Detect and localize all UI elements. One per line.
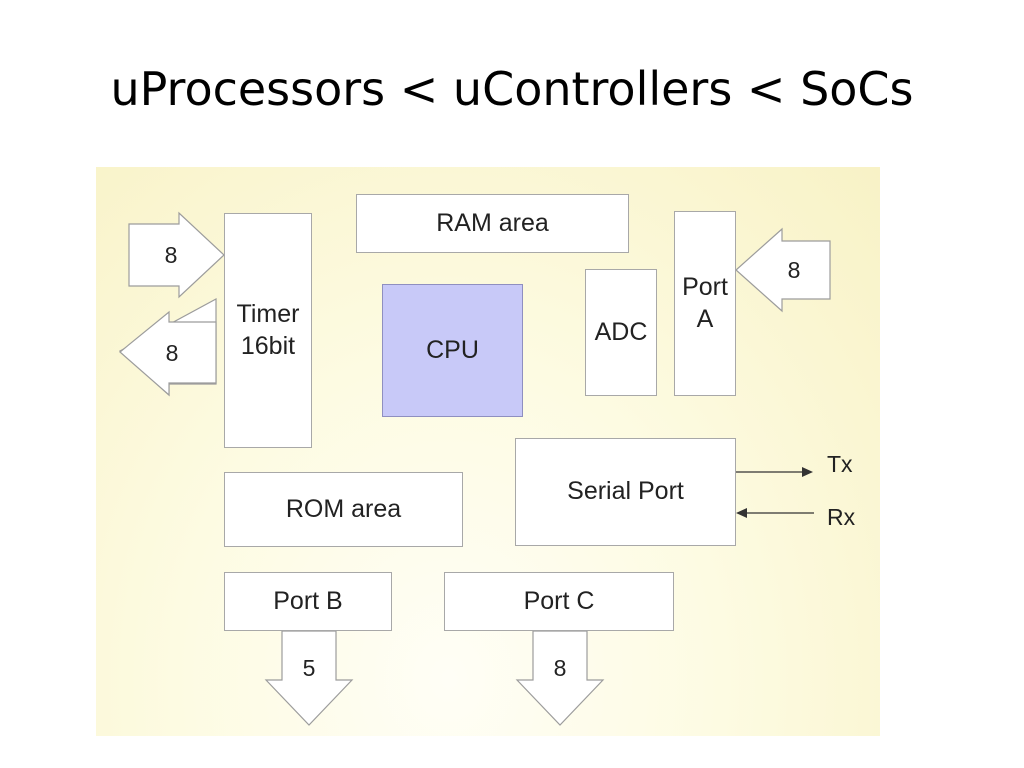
timer-label-line2: 16bit	[240, 331, 296, 360]
porta-block: Port A	[674, 211, 736, 396]
timer-label-line1: Timer	[236, 300, 300, 329]
ram-block: RAM area	[356, 194, 629, 253]
slide-title: uProcessors < uControllers < SoCs	[110, 62, 914, 116]
tx-arrowhead	[802, 467, 813, 477]
timer-block: Timer 16bit	[224, 213, 312, 448]
portc-block: Port C	[444, 572, 674, 631]
serial-port-block: Serial Port	[515, 438, 736, 546]
cpu-block: CPU	[382, 284, 523, 417]
porta-input-arrow	[735, 227, 831, 313]
timer-output-arrow-body	[119, 310, 217, 397]
tx-label: Tx	[827, 451, 853, 477]
portc-output-arrow	[515, 630, 605, 726]
diagram-arrows: 8 8 8 5 8 Tx Rx	[118, 211, 856, 726]
microcontroller-block-diagram: 8 8 8 5 8 Tx Rx Timer 16bit RAM area CPU…	[96, 167, 880, 736]
portb-block: Port B	[224, 572, 392, 631]
porta-label-line2: A	[696, 304, 714, 333]
timer-input-arrow	[128, 211, 225, 299]
adc-block: ADC	[585, 269, 657, 396]
rx-label: Rx	[827, 504, 856, 530]
portb-output-arrow	[264, 630, 354, 726]
rx-arrowhead	[736, 508, 747, 518]
portc-output-arrow-label: 8	[554, 655, 567, 681]
timer-output-arrow-label: 8	[166, 340, 179, 366]
portb-output-arrow-label: 5	[303, 655, 316, 681]
porta-input-arrow-label: 8	[788, 257, 801, 283]
rom-block: ROM area	[224, 472, 463, 547]
timer-input-arrow-label: 8	[165, 242, 178, 268]
porta-label-line1: Port	[682, 273, 728, 302]
